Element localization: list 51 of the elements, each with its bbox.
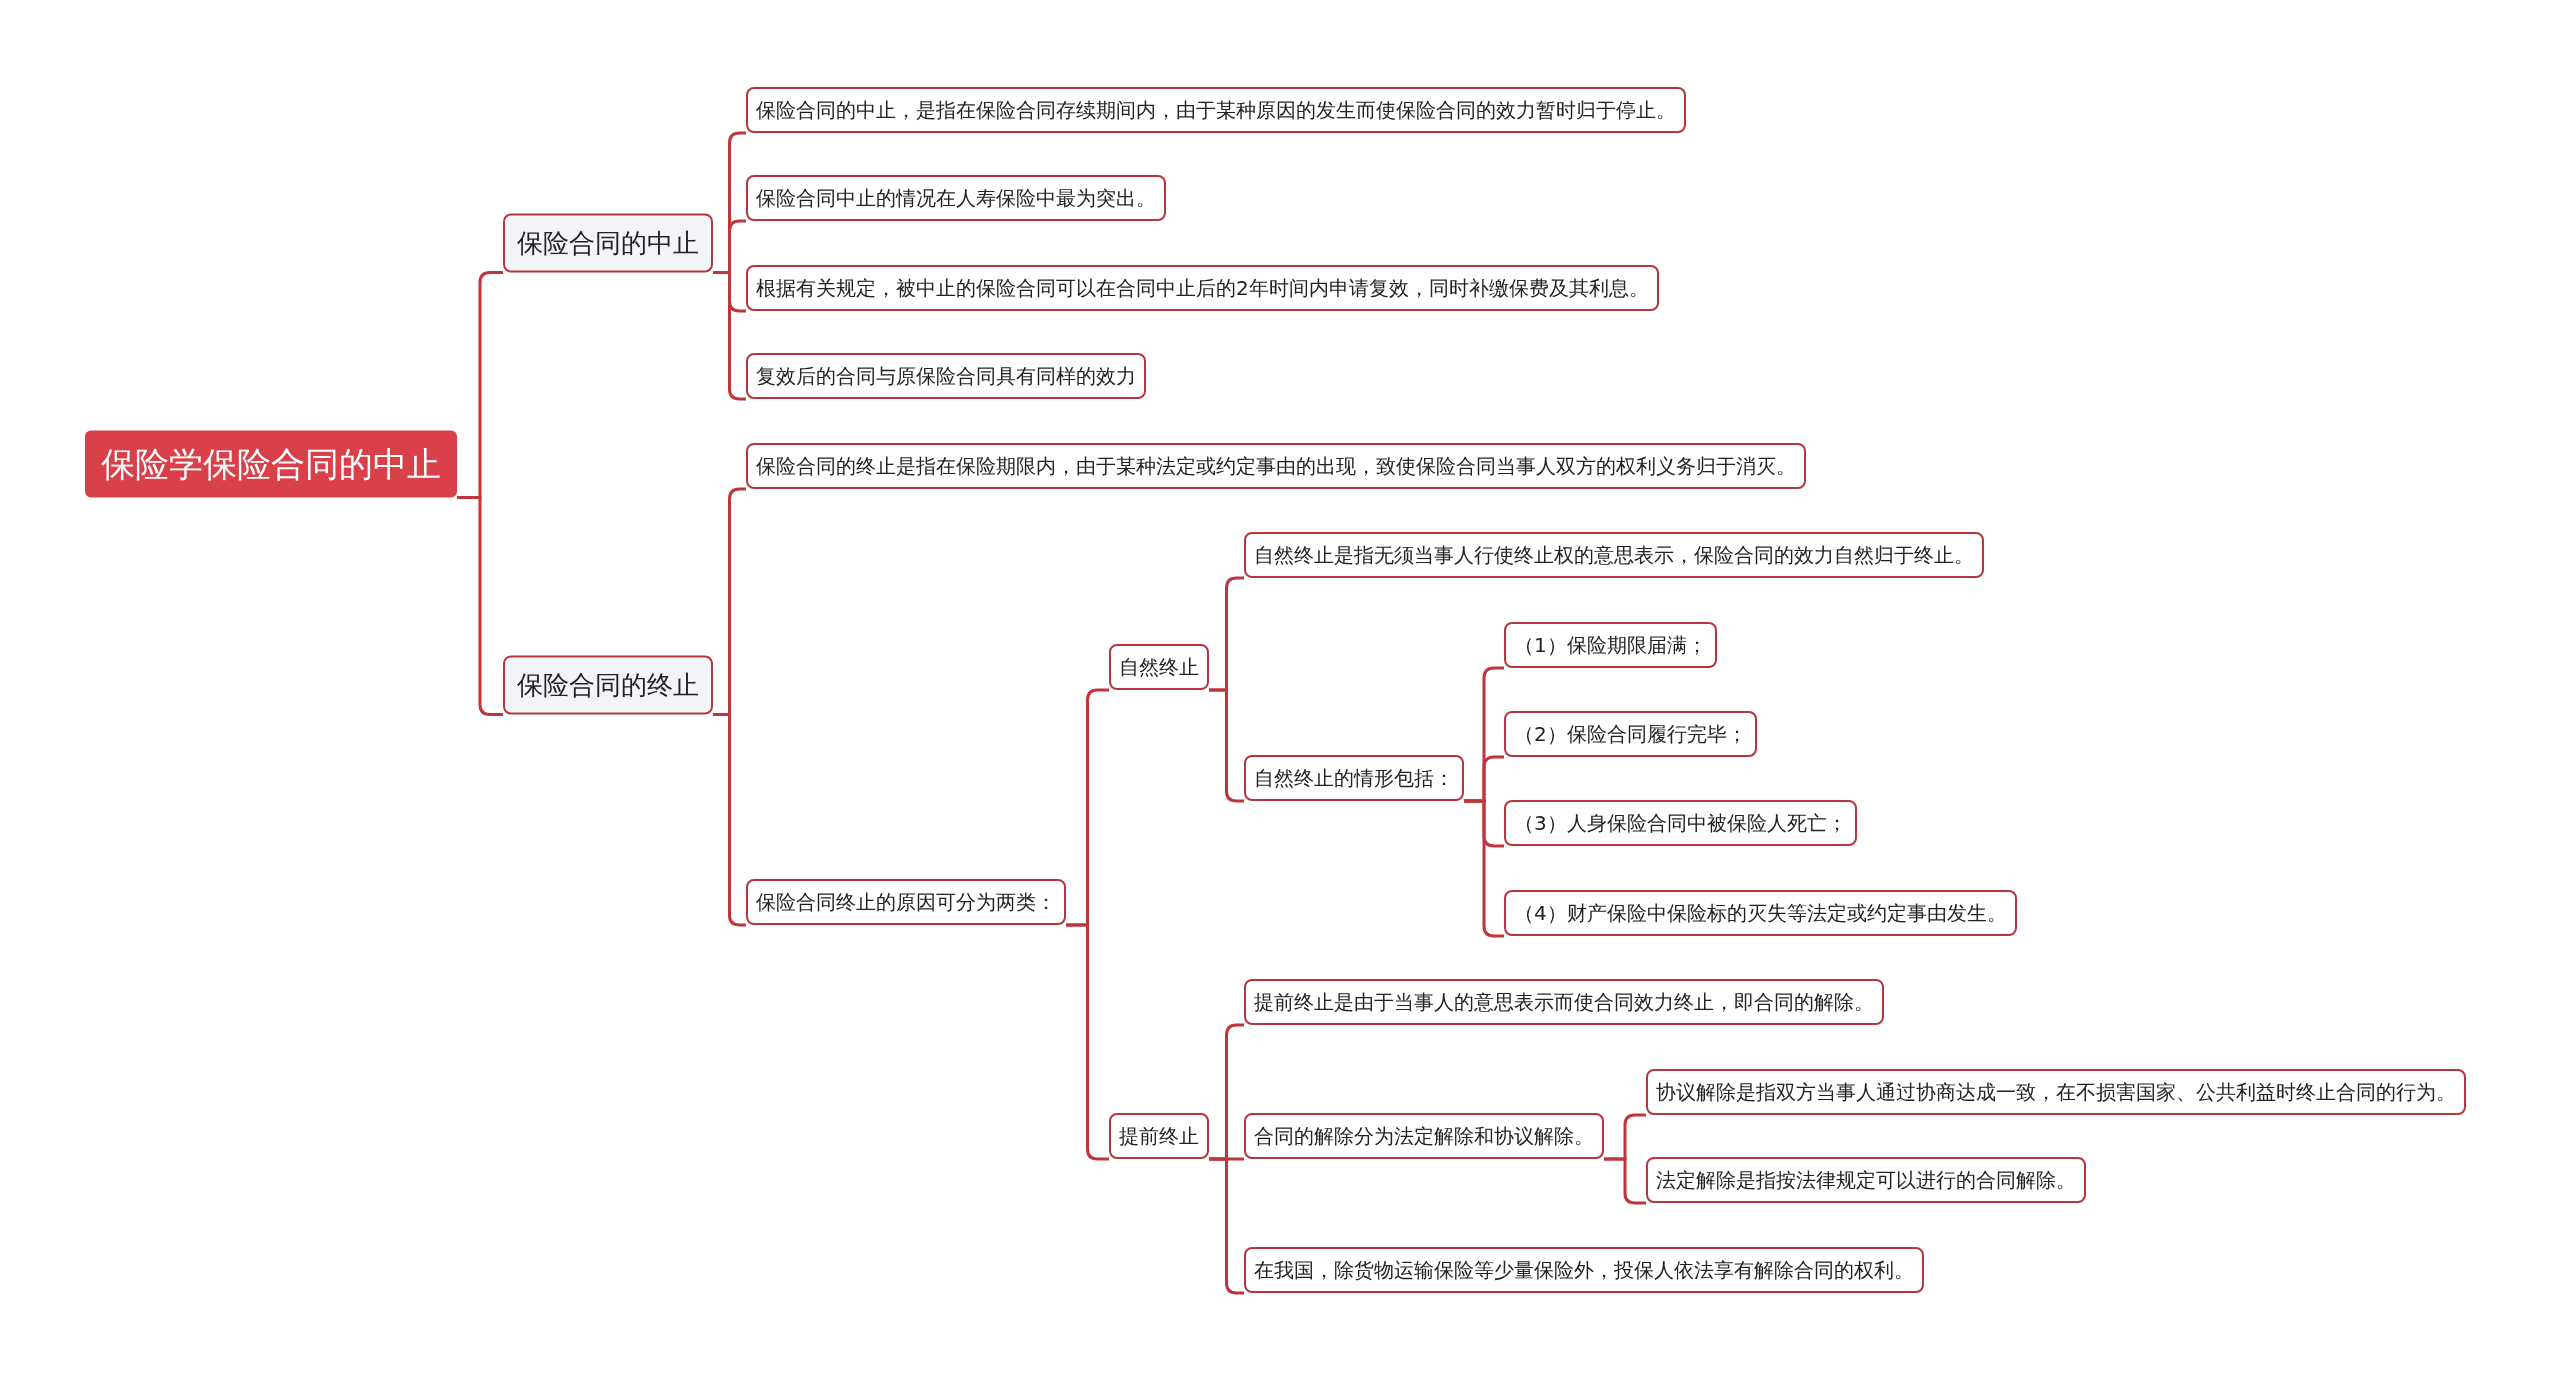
subtopic-box	[1244, 532, 1984, 578]
connector-line	[1209, 688, 1244, 803]
topic-text: 法定解除是指按法律规定可以进行的合同解除。	[1656, 1168, 2076, 1192]
topic-text: 保险合同终止的原因可分为两类：	[756, 890, 1056, 914]
topic-text: 保险合同的中止，是指在保险合同存续期间内，由于某种原因的发生而使保险合同的效力暂时归于停止。	[756, 98, 1676, 122]
connector-line	[713, 713, 746, 927]
subtopic-box	[1109, 644, 1209, 690]
topic-text: 提前终止是由于当事人的意思表示而使合同效力终止，即合同的解除。	[1254, 990, 1874, 1014]
topic-text: 自然终止是指无须当事人行使终止权的意思表示，保险合同的效力自然归于终止。	[1254, 543, 1974, 567]
topic-text: 保险学保险合同的中止	[101, 443, 441, 484]
subtopic-box	[746, 265, 1659, 311]
connector-line	[1066, 923, 1109, 1161]
subtopic-box	[1504, 711, 1757, 757]
topic-text: 保险合同的中止	[517, 227, 699, 258]
topic-text: （3）人身保险合同中被保险人死亡；	[1514, 811, 1847, 835]
topic-text: （2）保险合同履行完毕；	[1514, 722, 1747, 746]
topic-text: 根据有关规定，被中止的保险合同可以在合同中止后的2年时间内申请复效，同时补缴保费及其利息。	[756, 276, 1649, 300]
subtopic-box	[746, 879, 1066, 925]
topic-text: 复效后的合同与原保险合同具有同样的效力	[756, 364, 1136, 388]
topic-text: 在我国，除货物运输保险等少量保险外，投保人依法享有解除合同的权利。	[1254, 1258, 1914, 1282]
subtopic-box	[1504, 800, 1857, 846]
branch-topic-box	[503, 655, 713, 715]
topic-text: 保险合同中止的情况在人寿保险中最为突出。	[756, 186, 1156, 210]
subtopic-box	[1646, 1157, 2086, 1203]
branch-topic-box	[503, 213, 713, 273]
topic-text: 保险合同的终止是指在保险期限内，由于某种法定或约定事由的出现，致使保险合同当事人双方的权利义务归于消灭。	[756, 454, 1796, 478]
topic-text: 协议解除是指双方当事人通过协商达成一致，在不损害国家、公共利益时终止合同的行为。	[1656, 1080, 2456, 1104]
subtopic-box	[1504, 890, 2017, 936]
topic-text: 自然终止的情形包括：	[1254, 766, 1454, 790]
subtopic-box	[1244, 1113, 1604, 1159]
topic-text: 合同的解除分为法定解除和协议解除。	[1254, 1124, 1594, 1148]
subtopic-box	[746, 175, 1166, 221]
subtopic-box	[1109, 1113, 1209, 1159]
topic-text: 提前终止	[1119, 1124, 1199, 1148]
subtopic-box	[746, 353, 1146, 399]
subtopic-box	[746, 443, 1806, 489]
root-topic-box	[85, 430, 457, 498]
connector-line	[1604, 1157, 1646, 1205]
topic-text: （1）保险期限届满；	[1514, 633, 1707, 657]
connector-line	[1209, 1157, 1244, 1295]
subtopic-box	[1504, 622, 1717, 668]
subtopic-box	[1244, 1247, 1924, 1293]
subtopic-box	[746, 87, 1686, 133]
subtopic-box	[1244, 979, 1884, 1025]
connector-line	[713, 271, 746, 401]
topic-text: （4）财产保险中保险标的灭失等法定或约定事由发生。	[1514, 901, 2007, 925]
topic-text: 自然终止	[1119, 655, 1199, 679]
connector-line	[1464, 799, 1504, 938]
subtopic-box	[1646, 1069, 2466, 1115]
topic-text: 保险合同的终止	[517, 669, 699, 700]
subtopic-box	[1244, 755, 1464, 801]
